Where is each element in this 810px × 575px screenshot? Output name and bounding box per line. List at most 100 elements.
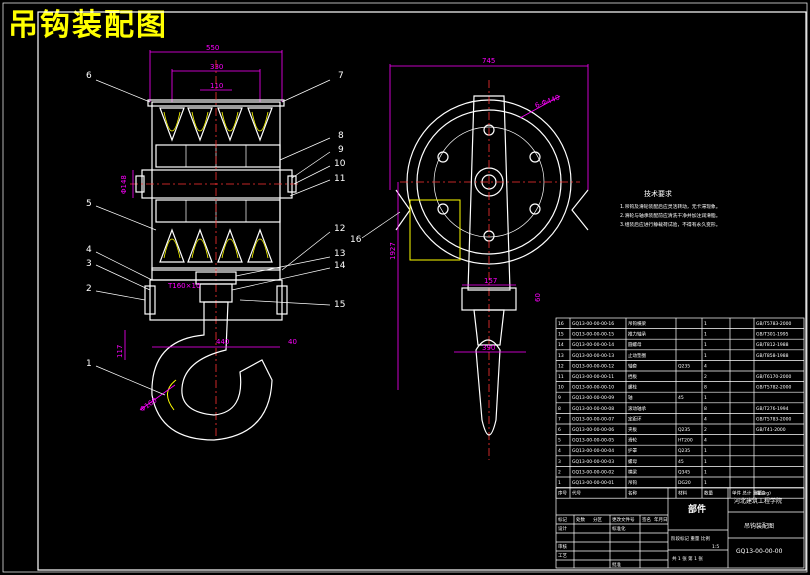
table-cell: GQ13-00-00-00-16	[572, 321, 614, 327]
table-cell: GQ13-00-00-00-07	[572, 416, 614, 422]
table-cell: Q345	[678, 469, 690, 475]
table-cell: GB/T6170-2000	[756, 374, 792, 380]
tb-row-label: 标记	[558, 516, 567, 523]
tb-row-label: 更改文件号	[612, 516, 635, 523]
callout-11: 11	[334, 174, 345, 184]
table-cell: 吊钩横梁	[628, 320, 646, 327]
table-header-cell: 序号	[558, 490, 567, 497]
dim-thread: T160×10	[167, 282, 200, 290]
tb-role: 设计	[558, 525, 567, 532]
table-cell: 1	[558, 480, 561, 486]
table-cell: GB/T5783-2000	[756, 321, 792, 327]
table-cell: GB/T301-1995	[756, 332, 789, 338]
table-cell: 3	[558, 459, 561, 465]
drawing-border	[37, 11, 807, 571]
table-header-cell: 备注	[756, 490, 765, 497]
table-cell: 8	[558, 406, 561, 412]
callout-3: 3	[86, 259, 92, 269]
table-cell: 1	[704, 480, 707, 486]
tb-role: 标准化	[612, 525, 626, 532]
table-cell: 8	[704, 385, 707, 391]
table-cell: 1	[704, 459, 707, 465]
table-cell: 8	[704, 406, 707, 412]
table-cell: GQ13-00-00-00-12	[572, 363, 614, 369]
table-cell: 1	[704, 353, 707, 359]
dim-1927: 1927	[389, 242, 397, 260]
dim-60: 60	[534, 293, 542, 302]
table-cell: GQ13-00-00-00-04	[572, 448, 614, 454]
table-cell: DG20	[678, 480, 691, 486]
dim-390: 390	[482, 344, 495, 352]
tb-role: 批准	[612, 561, 621, 568]
table-cell: 1	[704, 332, 707, 338]
table-cell: GB/T858-1988	[756, 353, 789, 359]
drawing-title: 吊钩装配图	[8, 8, 168, 43]
table-cell: GQ13-00-00-00-09	[572, 395, 614, 401]
title-block: 部件 河北建筑工程学院 吊钩装配图 GQ13-00-00-00 阶段标记 重量 …	[555, 487, 805, 569]
table-cell: 止动垫圈	[628, 352, 646, 359]
tb-row-label: 分区	[593, 516, 602, 523]
table-cell: 16	[558, 321, 564, 327]
table-row: 16 GQ13-00-00-00-16 吊钩横梁 1 GB/T5783-2000	[558, 320, 792, 327]
table-cell: 1	[704, 321, 707, 327]
table-header-cell: 单件 总计 重量(kg)	[732, 490, 771, 497]
table-cell: GQ13-00-00-00-02	[572, 469, 614, 475]
table-cell: 5	[558, 438, 561, 444]
stage-label: 阶段标记 重量 比例	[671, 535, 710, 542]
table-cell: 1	[704, 469, 707, 475]
table-cell: 螺母	[628, 458, 637, 465]
table-cell: 12	[558, 363, 564, 369]
table-cell: 1	[704, 395, 707, 401]
table-cell: Q235	[678, 448, 690, 454]
table-header-cell: 代号	[572, 490, 581, 497]
table-cell: GB/T276-1994	[756, 406, 789, 412]
table-cell: 夹板	[628, 426, 637, 433]
tb-row-label: 处数	[576, 516, 585, 523]
table-header-cell: 数量	[704, 490, 713, 497]
table-cell: GQ13-00-00-00-06	[572, 427, 614, 433]
callout-15: 15	[334, 300, 345, 310]
dim-330: 330	[210, 63, 223, 71]
dim-R: Φ160	[139, 396, 159, 413]
table-cell: GB/T5782-2000	[756, 385, 792, 391]
table-cell: 4	[558, 448, 561, 454]
table-cell: 滑轮	[628, 437, 637, 444]
table-cell: 10	[558, 385, 564, 391]
table-cell: 护罩	[628, 447, 637, 454]
table-cell: 45	[678, 459, 684, 465]
tech-note-2: 2.滑轮与轴承装配前应清洗干净并加注润滑脂。	[620, 212, 721, 219]
side-view: 745 6-Φ440 1927 157 60 390 16	[350, 57, 589, 460]
table-cell: 横梁	[628, 468, 637, 475]
dim-40: 40	[288, 338, 297, 346]
dim-550: 550	[206, 44, 219, 52]
callout-9: 9	[338, 145, 344, 155]
tech-notes-heading: 技术要求	[644, 189, 672, 198]
table-cell: GQ13-00-00-00-05	[572, 438, 614, 444]
table-cell: GQ13-00-00-00-15	[572, 332, 614, 338]
table-cell: 45	[678, 395, 684, 401]
front-view: 550 330 110	[86, 44, 346, 441]
table-cell: 11	[558, 374, 564, 380]
table-cell: 7	[558, 416, 561, 422]
scale: 1:5	[712, 544, 719, 550]
dim-148: Φ148	[120, 175, 128, 194]
table-cell: 1	[704, 342, 707, 348]
table-header-cell: 名称	[628, 490, 637, 497]
table-cell: 4	[704, 363, 707, 369]
dim-110: 110	[210, 82, 223, 90]
table-cell: 2	[704, 374, 707, 380]
table-cell: 4	[704, 438, 707, 444]
dim-117: 117	[116, 345, 124, 358]
